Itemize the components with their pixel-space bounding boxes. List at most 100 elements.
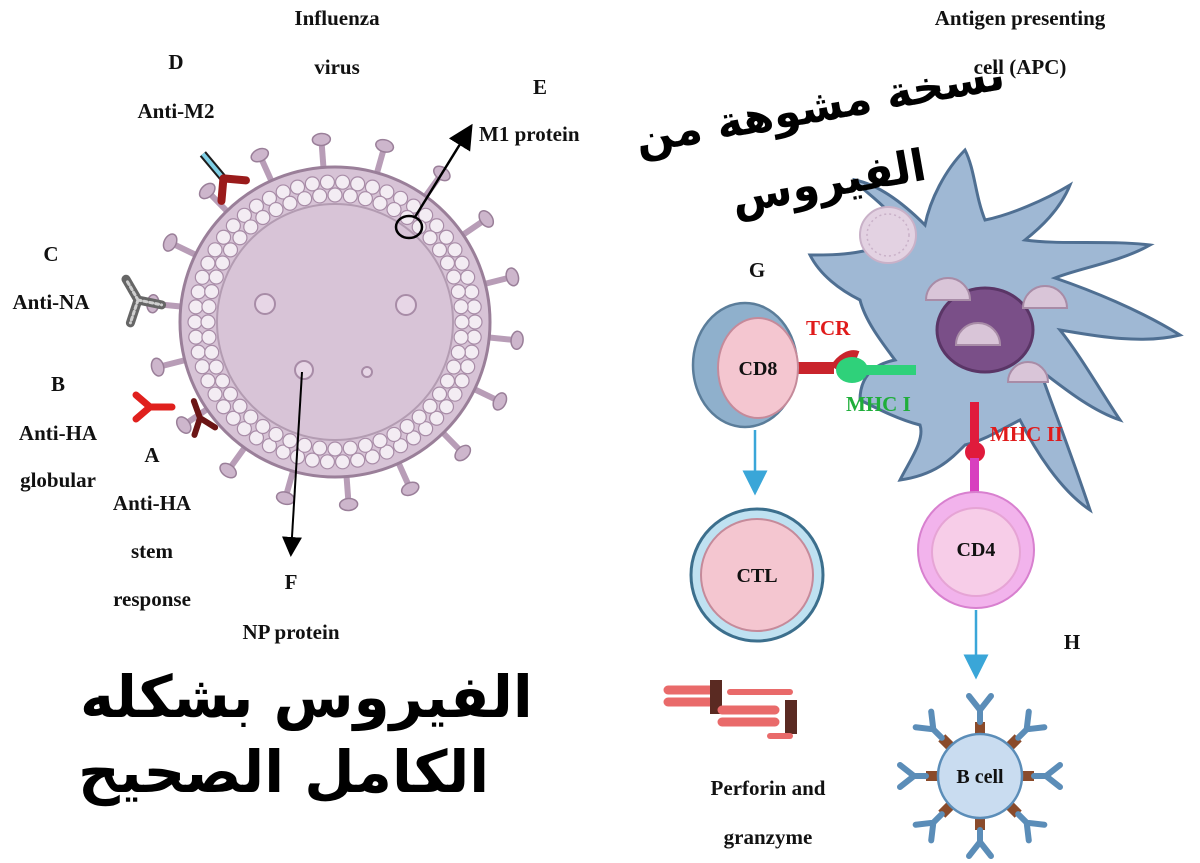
lipid-bead: [289, 179, 306, 195]
lipid-bead: [446, 359, 462, 375]
np-protein-arrow: [281, 371, 303, 557]
m1-protein-arrow: [413, 123, 473, 218]
anti-m2-antibody: [199, 151, 250, 205]
lipid-bead: [232, 398, 248, 414]
lipid-bead: [454, 255, 470, 271]
label-b: B: [50, 372, 66, 396]
lipid-bead: [405, 430, 422, 446]
lipid-bead: [208, 269, 224, 285]
lipid-bead: [418, 207, 434, 223]
lipid-bead: [447, 386, 463, 402]
lipid-bead: [243, 219, 259, 235]
virus-fragment: [1021, 285, 1069, 309]
lipid-bead: [201, 299, 217, 315]
lipid-bead: [261, 190, 278, 206]
lipid-bead: [450, 284, 466, 300]
lipid-bead: [386, 426, 402, 443]
mhc2-label: MHC II: [990, 422, 1063, 446]
b-cell-antibody: [966, 818, 994, 859]
bcell-label: B cell: [956, 766, 1004, 788]
lipid-bead: [243, 409, 259, 425]
virus-fragment: [924, 277, 972, 301]
virus-fragment: [954, 322, 1002, 346]
lipid-bead: [190, 344, 206, 360]
lipid-bead: [207, 242, 223, 258]
lipid-bead: [342, 188, 358, 204]
lipid-bead: [255, 209, 271, 226]
cd4-label: CD4: [957, 539, 996, 561]
np-protein-label: NP protein: [242, 620, 340, 644]
lipid-bead: [275, 444, 291, 460]
lipid-bead: [297, 437, 313, 453]
lipid-bead: [429, 218, 445, 234]
lipid-bead: [268, 201, 284, 218]
lipid-bead: [207, 386, 223, 402]
lipid-bead: [464, 344, 480, 360]
lipid-bead: [357, 191, 373, 207]
lipid-bead: [350, 176, 366, 192]
anti-m2-label: Anti-M2: [137, 99, 215, 123]
b-cell-antibody: [966, 693, 994, 734]
lipid-bead: [187, 314, 203, 330]
cd8-cell: CD8: [691, 301, 799, 429]
b-cell-antibody: [897, 762, 938, 790]
ctl-label: CTL: [736, 565, 777, 587]
virus-title-line2: virus: [314, 55, 360, 79]
anti-ha-globular-label: Anti-HA: [18, 421, 98, 445]
cd4-cell: CD4: [917, 491, 1035, 609]
lipid-bead: [467, 314, 483, 330]
lipid-bead: [200, 314, 216, 330]
lipid-bead: [357, 437, 373, 453]
mhc1-label: MHC I: [846, 392, 911, 416]
virus-particle: [294, 360, 314, 380]
lipid-bead: [453, 299, 469, 315]
lipid-bead: [248, 430, 265, 446]
lipid-bead: [222, 242, 239, 258]
tcr-receptor: [796, 362, 834, 374]
lipid-bead: [319, 454, 336, 470]
lipid-bead: [204, 344, 220, 360]
anti-ha-globular-label-line2: globular: [20, 468, 96, 492]
mhc2-molecule: [970, 402, 979, 450]
lipid-bead: [236, 421, 252, 437]
virus-spike: [437, 427, 472, 462]
lipid-bead: [304, 176, 320, 192]
lipid-bead: [379, 444, 395, 460]
tcr-label: TCR: [806, 316, 851, 340]
lipid-bead: [447, 242, 463, 258]
lipid-bead: [222, 386, 239, 402]
lipid-bead: [194, 359, 210, 375]
lipid-bead: [188, 329, 204, 345]
m1-protein-label: M1 protein: [479, 122, 580, 146]
virus-spike: [468, 384, 508, 411]
small-virus: [859, 206, 917, 264]
m1-protein-marker: [394, 214, 424, 240]
lipid-bead: [200, 373, 216, 389]
lipid-bead: [225, 218, 241, 234]
lipid-bead: [334, 454, 351, 470]
b-cell: B cell: [897, 693, 1063, 859]
label-c: C: [43, 242, 59, 266]
anti-ha-stem-label: Anti-HA: [112, 491, 192, 515]
virus-spike: [457, 210, 495, 241]
lipid-bead: [429, 410, 445, 426]
lipid-bead: [236, 207, 252, 223]
anti-na-label: Anti-NA: [12, 290, 90, 314]
lipid-bead: [379, 184, 395, 200]
lipid-bead: [297, 191, 313, 207]
perforin-granzyme-molecules: [663, 680, 797, 739]
virus-spike: [250, 147, 277, 187]
lipid-bead: [364, 179, 381, 195]
lipid-bead: [282, 195, 298, 211]
virus-spike: [393, 457, 420, 497]
apc-title-line2: cell (APC): [973, 55, 1067, 79]
lipid-bead: [201, 329, 217, 345]
lipid-bead: [334, 174, 351, 190]
lipid-bead: [460, 359, 476, 375]
lipid-bead: [204, 284, 220, 300]
label-e: E: [532, 75, 548, 99]
perforin-label: Perforin and: [710, 776, 826, 800]
label-g: G: [748, 258, 766, 282]
lipid-bead: [460, 269, 476, 285]
